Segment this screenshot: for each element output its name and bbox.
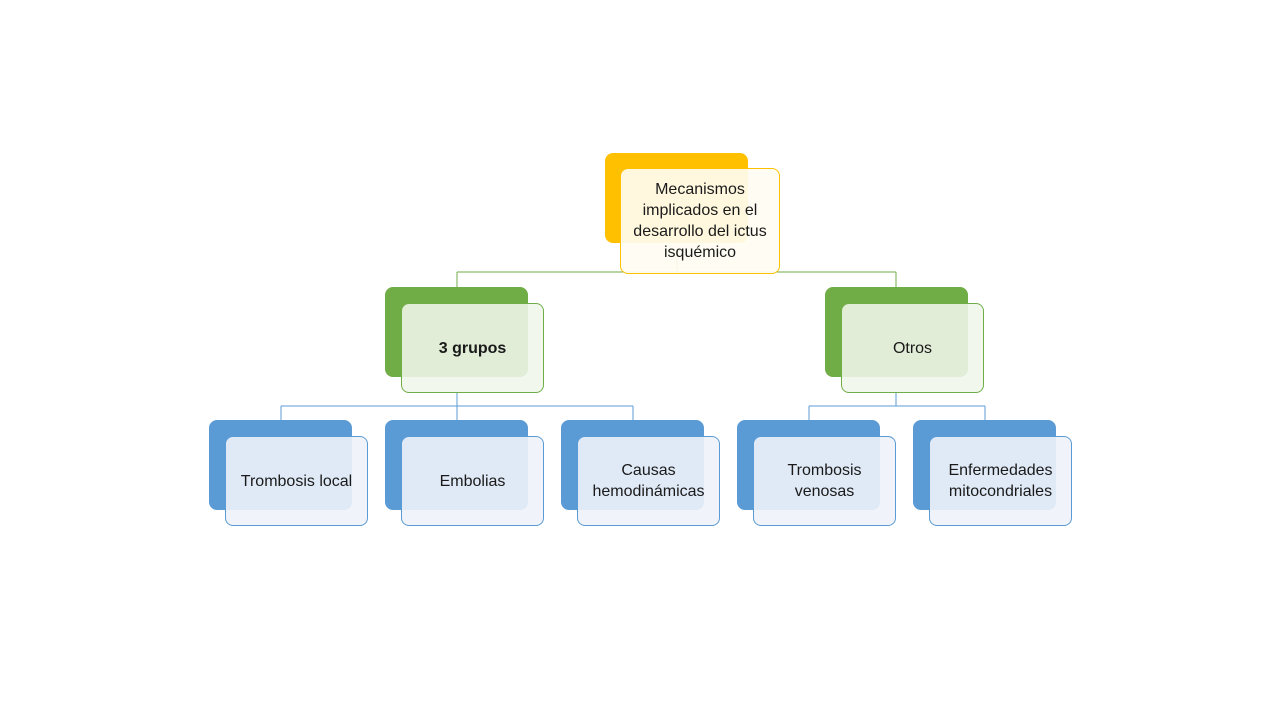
connector-group1-to-children: [280, 392, 634, 420]
node-embolias-label: Embolias: [439, 472, 506, 490]
node-causas-hemodinamicas-box: Causas hemodinámicas: [577, 436, 720, 526]
connector-group2-to-children: [808, 392, 986, 420]
node-group-otros-label: Otros: [892, 339, 933, 357]
node-trombosis-local-box: Trombosis local: [225, 436, 368, 526]
node-trombosis-venosas-box: Trombosis venosas: [753, 436, 896, 526]
node-enfermedades-mitocondriales-box: Enfermedades mitocondriales: [929, 436, 1072, 526]
node-trombosis-venosas-label: Trombosis venosas: [787, 462, 862, 500]
node-trombosis-local-label: Trombosis local: [240, 472, 353, 490]
node-group-3-grupos-label: 3 grupos: [438, 339, 507, 357]
node-embolias-box: Embolias: [401, 436, 544, 526]
node-root-label: Mecanismos implicados en el desarrollo d…: [633, 181, 767, 261]
node-group-3-grupos-box: 3 grupos: [401, 303, 544, 393]
node-causas-hemodinamicas-label: Causas hemodinámicas: [592, 462, 705, 500]
node-group-otros-box: Otros: [841, 303, 984, 393]
node-root-box: Mecanismos implicados en el desarrollo d…: [620, 168, 780, 274]
node-enfermedades-mitocondriales-label: Enfermedades mitocondriales: [948, 462, 1053, 500]
